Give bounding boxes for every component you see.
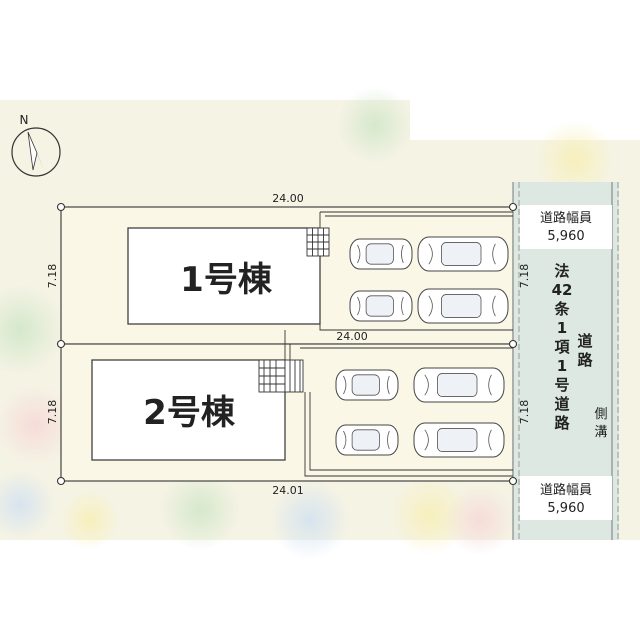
road-article-char: 路 (554, 414, 570, 432)
car-icon (413, 367, 505, 403)
building-1-label: 1号棟 (180, 260, 273, 300)
boundary-point (508, 476, 518, 486)
road-article-char: 条 (553, 300, 570, 318)
road-article-char: 42 (552, 281, 573, 299)
car-icon (417, 288, 509, 324)
access-lanes (284, 211, 513, 477)
road-word-char: 路 (577, 351, 593, 369)
dim-lot2-depth-right: 7.18 (518, 400, 531, 425)
car-icon (417, 236, 509, 272)
road-width-bottom-value: 5,960 (547, 501, 584, 516)
road-width-bottom-box (520, 476, 612, 520)
car-icon (413, 422, 505, 458)
car-icon (349, 238, 413, 270)
boundary-point (508, 202, 518, 212)
dim-lot2-depth-left: 7.18 (46, 400, 59, 425)
car-icon (349, 290, 413, 322)
boundary-point (56, 202, 66, 212)
road-width-bottom-label: 道路幅員 (540, 482, 592, 498)
entry-steps-1 (306, 227, 330, 257)
compass: N (11, 113, 61, 177)
road-article-char: 道 (554, 395, 569, 413)
gutter-label: 側溝 (594, 407, 607, 440)
road-article-char: 1 (557, 357, 567, 375)
road (512, 182, 619, 540)
building-2-label: 2号棟 (143, 393, 236, 433)
north-label: N (20, 113, 29, 127)
boundary-points (56, 202, 518, 486)
dim-bottom-width: 24.01 (272, 484, 304, 497)
boundary-point (56, 476, 66, 486)
road-word-label: 道路 (577, 332, 593, 369)
car-icon (335, 369, 399, 401)
dim-lot1-depth-left: 7.18 (46, 264, 59, 289)
building-2: 2号棟 (91, 359, 286, 461)
car-icon (335, 424, 399, 456)
road-width-top-value: 5,960 (547, 229, 584, 244)
boundary-point (508, 339, 518, 349)
dim-middle-width: 24.00 (336, 330, 368, 343)
road-article-char: 法 (554, 262, 569, 280)
road-word-char: 道 (577, 332, 592, 350)
dim-lot1-depth-right: 7.18 (518, 264, 531, 289)
road-article-char: 1 (557, 319, 567, 337)
road-width-top-label: 道路幅員 (540, 210, 592, 226)
gutter-char: 溝 (594, 425, 607, 440)
gutter-char: 側 (594, 407, 607, 422)
parking-cars (335, 236, 509, 458)
dim-top-width: 24.00 (272, 192, 304, 205)
boundary-point (56, 339, 66, 349)
road-width-top-box (520, 205, 612, 249)
building-1: 1号棟 (127, 227, 321, 325)
compass-ring-icon (11, 127, 61, 177)
entry-steps-2 (258, 359, 304, 393)
road-article-char: 項 (554, 338, 570, 356)
road-article-char: 号 (554, 376, 569, 394)
